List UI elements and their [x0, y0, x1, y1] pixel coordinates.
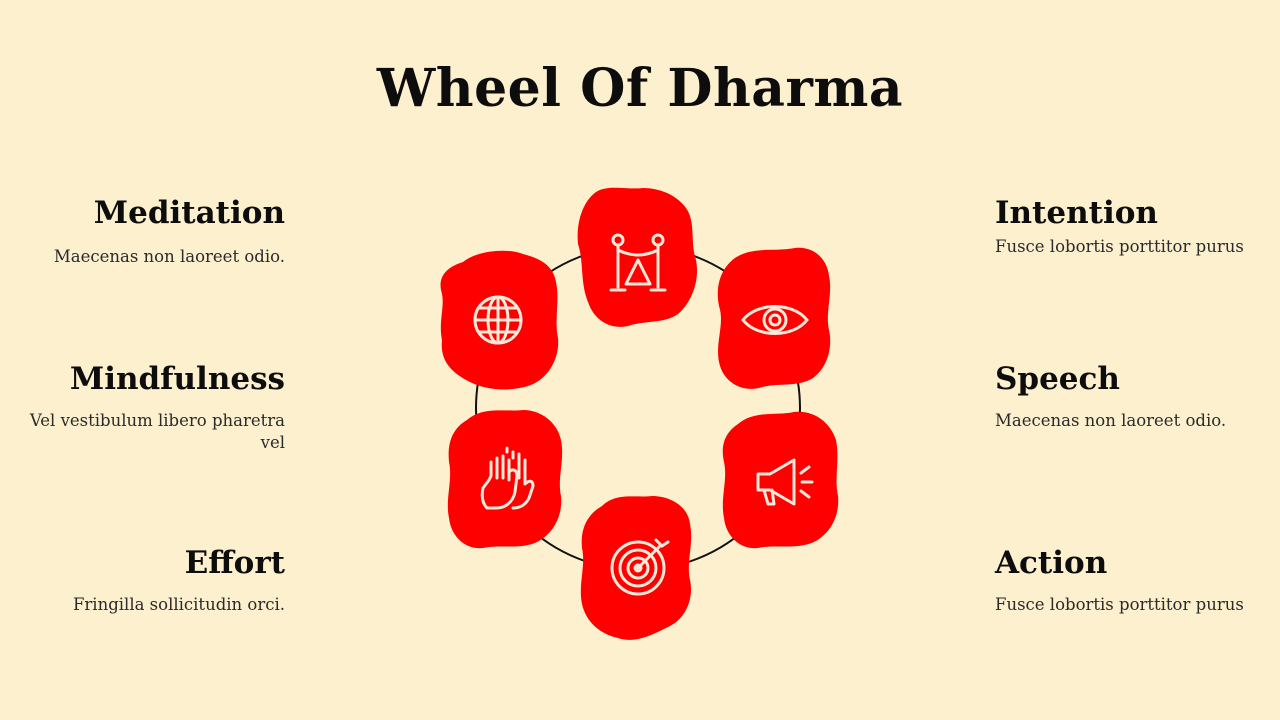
- raised-hands-icon: [480, 446, 535, 510]
- blob-raised-hands: [447, 410, 563, 549]
- item-heading: Speech: [995, 361, 1120, 397]
- blob-megaphone: [722, 411, 839, 549]
- item-intention: Intention Fusce lobortis porttitor purus: [995, 194, 1255, 258]
- eye-icon: [741, 305, 809, 335]
- item-description: Fringilla sollicitudin orci.: [72, 595, 285, 614]
- item-description: Vel vestibulum libero pharetra vel: [29, 411, 285, 452]
- item-description: Maecenas non laoreet odio.: [995, 411, 1227, 430]
- item-heading: Intention: [995, 195, 1158, 231]
- item-speech: Speech Maecenas non laoreet odio.: [995, 360, 1255, 432]
- item-heading: Mindfulness: [69, 361, 285, 397]
- dharma-wheel: [440, 187, 839, 640]
- target-icon: [610, 538, 670, 596]
- item-description: Fusce lobortis porttitor purus: [995, 595, 1244, 614]
- item-heading: Action: [995, 545, 1108, 581]
- item-meditation: Meditation Maecenas non laoreet odio.: [25, 194, 285, 268]
- item-heading: Meditation: [93, 195, 285, 231]
- item-mindfulness: Mindfulness Vel vestibulum libero pharet…: [25, 360, 285, 454]
- item-description: Maecenas non laoreet odio.: [53, 247, 285, 266]
- blob-target: [580, 496, 692, 640]
- page-title: Wheel Of Dharma: [376, 58, 904, 119]
- item-description: Fusce lobortis porttitor purus: [995, 237, 1244, 256]
- rope-barrier-icon: [609, 233, 667, 292]
- item-heading: Effort: [184, 545, 285, 581]
- globe-icon: [473, 295, 523, 345]
- megaphone-icon: [756, 458, 814, 506]
- item-action: Action Fusce lobortis porttitor purus: [995, 544, 1255, 616]
- blob-eye: [717, 247, 831, 389]
- blob-globe: [440, 250, 559, 390]
- blob-rope-barrier: [577, 187, 698, 327]
- item-effort: Effort Fringilla sollicitudin orci.: [25, 544, 285, 616]
